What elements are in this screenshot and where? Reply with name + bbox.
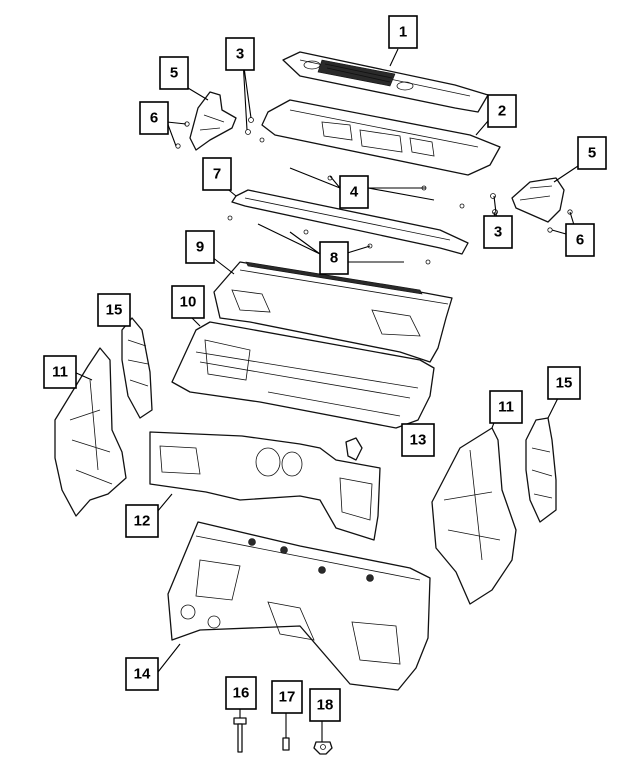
part-12-dash-panel: [149, 431, 381, 541]
callout-15-right-label: 15: [556, 375, 573, 392]
callout-10-label: 10: [180, 294, 197, 311]
part-2-cowl-plenum-upper: [261, 99, 501, 176]
part-5-left-bracket: [189, 91, 237, 151]
callout-15-right: 15: [547, 366, 581, 400]
callout-17-label: 17: [279, 689, 296, 706]
callout-6-left-label: 6: [150, 110, 158, 127]
part-15-right-panel: [525, 417, 557, 523]
part-11-right-side-panel: [431, 427, 517, 605]
callout-12-label: 12: [134, 513, 151, 530]
callout-18-label: 18: [317, 697, 334, 714]
callout-1-label: 1: [399, 24, 407, 41]
part-15-left-panel: [121, 317, 153, 419]
callout-1: 1: [388, 15, 418, 49]
part-5-right-bracket: [511, 177, 565, 223]
part-14-lower-dash: [167, 521, 431, 691]
callout-3-right: 3: [483, 215, 513, 249]
part-10-plenum-lower: [171, 321, 435, 429]
callout-13-label: 13: [410, 432, 427, 449]
callout-8: 8: [319, 241, 349, 275]
callout-17: 17: [271, 680, 303, 714]
part-1-cowl-grille: [282, 51, 489, 113]
callout-15-left-label: 15: [106, 302, 123, 319]
callout-2-label: 2: [498, 103, 506, 120]
callout-11-left: 11: [43, 355, 77, 389]
callout-4: 4: [339, 175, 369, 209]
callout-7-label: 7: [213, 166, 221, 183]
callout-7: 7: [202, 157, 232, 191]
part-17-pin: [282, 737, 290, 751]
callout-18: 18: [309, 688, 341, 722]
callout-6-right: 6: [565, 223, 595, 257]
callout-4-label: 4: [350, 184, 359, 201]
callout-5-right-label: 5: [588, 145, 596, 162]
callout-9: 9: [185, 230, 215, 264]
callout-11-right: 11: [489, 390, 523, 424]
part-9-cowl-panel: [213, 261, 453, 363]
small-fasteners: [175, 117, 573, 265]
callout-16-label: 16: [233, 685, 250, 702]
callout-3-left: 3: [225, 37, 255, 71]
callout-13: 13: [401, 423, 435, 457]
callout-15-left: 15: [97, 293, 131, 327]
callout-2: 2: [487, 94, 517, 128]
part-16-bolt: [233, 717, 247, 753]
part-13-clip: [345, 437, 363, 461]
callout-5-left-label: 5: [170, 65, 178, 82]
part-7-cowl-bar: [231, 189, 469, 255]
part-18-nut: [313, 741, 333, 755]
callout-10: 10: [171, 285, 205, 319]
part-11-left-side-panel: [54, 347, 127, 517]
callout-3-right-label: 3: [494, 224, 502, 241]
callout-11-right-label: 11: [498, 399, 514, 416]
callout-14-label: 14: [134, 666, 151, 683]
callout-11-left-label: 11: [52, 364, 68, 381]
callout-boxes: 1 2 3 3 4 5 5 6 6 7 8 9 10 11 11 12 13 1…: [43, 15, 607, 722]
callout-16: 16: [225, 676, 257, 710]
callout-3-left-label: 3: [236, 46, 244, 63]
callout-5-left: 5: [159, 56, 189, 90]
callout-9-label: 9: [196, 239, 204, 256]
callout-6-left: 6: [139, 101, 169, 135]
callout-6-right-label: 6: [576, 232, 584, 249]
callout-8-label: 8: [330, 250, 338, 267]
callout-12: 12: [125, 504, 159, 538]
callout-5-right: 5: [577, 136, 607, 170]
callout-14: 14: [125, 657, 159, 691]
